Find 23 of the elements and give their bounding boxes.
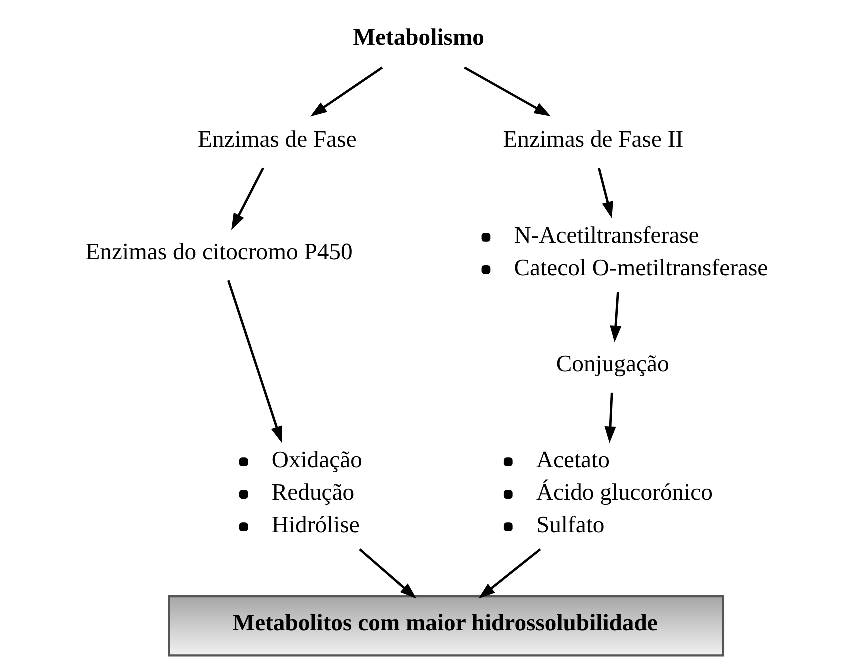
node-text: Conjugação <box>556 352 669 378</box>
arrow <box>478 548 541 599</box>
node-text: Metabolismo <box>352 25 484 52</box>
node-label: Acetato <box>536 448 610 474</box>
arrow <box>464 66 550 116</box>
node-label: N-Acetiltransferase <box>514 223 699 250</box>
arrow <box>231 168 264 230</box>
arrow <box>610 292 622 343</box>
arrow <box>358 548 416 599</box>
node-label: Redução <box>271 480 354 506</box>
arrow <box>604 392 616 444</box>
arrow <box>310 66 383 117</box>
node-box: Metabolitos com maior hidrossolubilidade <box>168 595 724 657</box>
node-label: Hidrólise <box>271 512 360 539</box>
node-label: Sulfato <box>536 512 604 539</box>
node-label: Catecol O-metiltransferase <box>514 256 768 282</box>
node-text: Enzimas de Fase II <box>502 127 684 154</box>
arrow <box>598 168 614 218</box>
node-label: Ácido glucorónico <box>536 480 712 506</box>
node-text: Enzimas do citocromo P450 <box>85 239 352 266</box>
node-label: Oxidação <box>271 448 362 474</box>
arrow <box>226 280 282 444</box>
node-text: Enzimas de Fase <box>198 127 356 154</box>
